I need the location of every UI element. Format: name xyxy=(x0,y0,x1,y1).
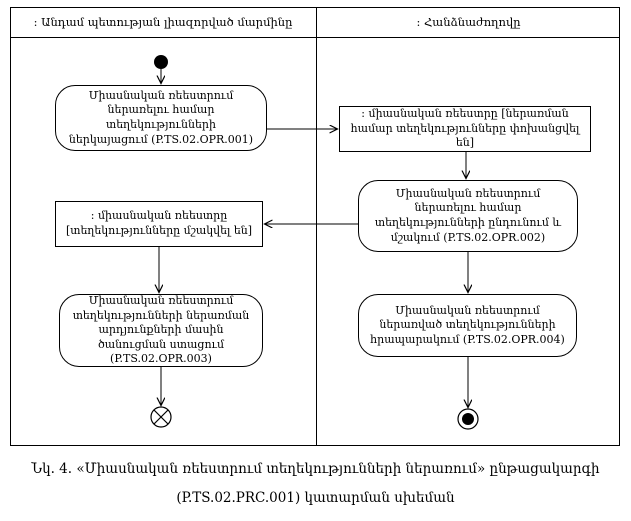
lane-header-member-state: : Անդամ պետության լիազորված մարմինը xyxy=(10,7,316,37)
action-node-opr004-label: Միասնական ռեեստրում ներառված տեղեկությու… xyxy=(370,303,565,346)
action-node-opr003: Միասնական ռեեստրում տեղեկությունների ներ… xyxy=(59,294,263,367)
action-node-opr004: Միասնական ռեեստրում ներառված տեղեկությու… xyxy=(358,294,577,357)
object-node-register-processed-label: : միասնական ռեեստրը [տեղեկությունները մշ… xyxy=(65,209,253,237)
action-node-opr002-label: Միասնական ռեեստրում ներառելու համար տեղե… xyxy=(374,186,562,244)
figure-caption-line2: (P.TS.02.PRC.001) կատարման սխեման xyxy=(176,490,455,506)
flow-final-node xyxy=(150,406,172,428)
lane-header-commission: : Հանձնաժողովը xyxy=(317,7,620,37)
activity-final-node xyxy=(457,408,479,430)
object-node-register-transferred: : միասնական ռեեստրը [ներառման համար տեղե… xyxy=(339,106,591,152)
start-node xyxy=(154,55,168,69)
figure-caption-line1: Նկ. 4. «Միասնական ռեեստրում տեղեկություն… xyxy=(31,461,600,477)
lane-header-commission-label: : Հանձնաժողովը xyxy=(416,15,521,29)
action-node-opr002: Միասնական ռեեստրում ներառելու համար տեղե… xyxy=(358,180,578,252)
object-node-register-processed: : միասնական ռեեստրը [տեղեկությունները մշ… xyxy=(55,201,263,247)
object-node-register-transferred-label: : միասնական ռեեստրը [ներառման համար տեղե… xyxy=(350,107,580,150)
lane-divider xyxy=(316,7,317,446)
connector-arrows xyxy=(150,55,479,430)
lane-header-separator xyxy=(10,37,620,38)
action-node-opr001-label: Միասնական ռեեստրում ներառելու համար տեղե… xyxy=(68,88,254,146)
lane-header-member-state-label: : Անդամ պետության լիազորված մարմինը xyxy=(33,15,293,29)
action-node-opr003-label: Միասնական ռեեստրում տեղեկությունների ներ… xyxy=(72,294,250,366)
action-node-opr001: Միասնական ռեեստրում ներառելու համար տեղե… xyxy=(55,85,267,151)
